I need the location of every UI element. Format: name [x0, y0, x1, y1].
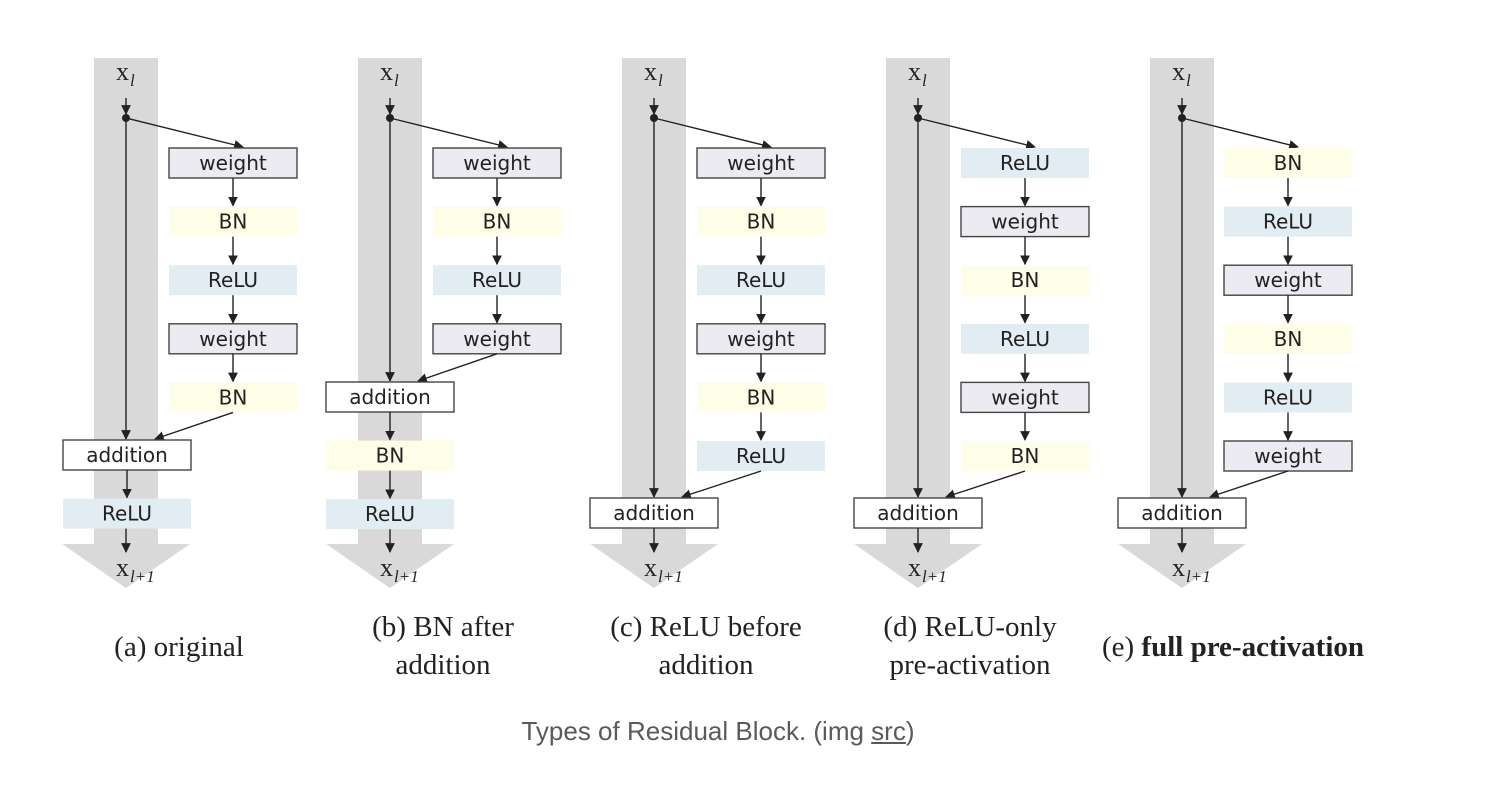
figure-caption-text: Types of Residual Block. (img [521, 716, 872, 746]
branch-5-relu-box [1224, 382, 1352, 413]
branch-2-bn-box [169, 206, 297, 237]
caption-e-bold: full pre-activation [1141, 631, 1364, 663]
residual-block-a: xlweightBNReLUweightBNadditionReLUxl+1(a… [62, 57, 298, 663]
caption-b-line-1: (b) BN after [372, 611, 514, 643]
residual-block-d: xlReLUweightBNReLUweightBNadditionxl+1(d… [853, 57, 1090, 681]
branch-4-weight-box [432, 323, 562, 355]
branch-6-weight-label: weight [1254, 444, 1322, 468]
residual-block-c: xlweightBNReLUweightBNReLUadditionxl+1(c… [589, 57, 826, 681]
figure-caption-suffix: ) [905, 716, 915, 746]
branch-4-weight-label: weight [463, 327, 531, 351]
branch-6-relu-label: ReLU [736, 444, 786, 468]
branch-5-bn-label: BN [747, 385, 776, 409]
branch-3-relu-label: ReLU [208, 268, 258, 292]
caption-d-line-1: (d) ReLU-only [883, 611, 1057, 643]
branch-3-relu-box [697, 265, 825, 296]
branch-2-bn-box [697, 206, 825, 237]
branch-4-bn-box [1224, 323, 1352, 354]
residual-block-b: xlweightBNReLUweightadditionBNReLUxl+1(b… [325, 57, 562, 681]
branch-merge-arrow [1209, 470, 1289, 499]
branch-5-weight-label: weight [991, 385, 1059, 409]
branch-2-bn-label: BN [747, 210, 776, 234]
branch-1-weight-label: weight [463, 151, 531, 175]
branch-1-bn-label: BN [1274, 151, 1303, 175]
post-2-relu-box [326, 499, 454, 530]
branch-2-bn-label: BN [219, 210, 248, 234]
addition-box [62, 439, 192, 471]
post-2-relu-label: ReLU [365, 502, 415, 526]
addition-label: addition [613, 501, 695, 525]
branch-3-weight-label: weight [1254, 268, 1322, 292]
caption-d-line-2: pre-activation [889, 649, 1051, 681]
caption-c-line-2: addition [658, 649, 754, 681]
addition-box [325, 381, 455, 413]
branch-4-weight-box [168, 323, 298, 355]
branch-3-weight-box [1223, 264, 1353, 296]
branch-2-weight-label: weight [991, 210, 1059, 234]
branch-2-bn-label: BN [483, 210, 512, 234]
branch-3-relu-label: ReLU [736, 268, 786, 292]
branch-3-relu-box [169, 265, 297, 296]
output-label-x-l1: xl+1 [380, 553, 419, 586]
branch-start-arrow [1181, 117, 1299, 150]
branch-5-weight-box [960, 381, 1090, 414]
branch-3-relu-box [433, 265, 561, 296]
branch-1-weight-label: weight [199, 151, 267, 175]
branch-6-relu-box [697, 441, 825, 471]
branch-4-weight-label: weight [727, 327, 795, 351]
branch-merge-arrow [945, 470, 1026, 499]
residual-block-e: xlBNReLUweightBNReLUweightadditionxl+1(e… [1102, 57, 1364, 663]
post-1-relu-box [63, 498, 191, 529]
caption-e-line-1: (e) full pre-activation [1102, 631, 1364, 663]
branch-5-bn-box [697, 382, 825, 413]
branch-4-weight-label: weight [199, 327, 267, 351]
output-label-x-l1: xl+1 [116, 553, 155, 586]
branch-2-bn-box [433, 206, 561, 237]
post-1-bn-box [326, 440, 454, 471]
branch-merge-arrow [681, 470, 762, 499]
residual-block-diagram: xlweightBNReLUweightBNadditionReLUxl+1(a… [62, 57, 1364, 681]
branch-1-bn-box [1224, 148, 1352, 178]
branch-start-arrow [125, 117, 244, 150]
post-1-relu-label: ReLU [102, 502, 152, 526]
branch-6-weight-box [1223, 440, 1353, 472]
branch-1-relu-box [961, 148, 1089, 178]
addition-box [589, 497, 719, 529]
branch-5-bn-box [169, 382, 297, 413]
branch-2-relu-box [1224, 206, 1352, 237]
branch-4-bn-label: BN [1274, 327, 1303, 351]
branch-4-weight-box [696, 323, 826, 355]
figure-caption: Types of Residual Block. (img src) [0, 716, 1436, 747]
source-link[interactable]: src [871, 716, 906, 746]
branch-4-relu-label: ReLU [1000, 327, 1050, 351]
branch-2-relu-label: ReLU [1263, 210, 1313, 234]
branch-1-relu-label: ReLU [1000, 151, 1050, 175]
branch-merge-arrow [417, 353, 498, 383]
branch-1-weight-label: weight [727, 151, 795, 175]
caption-a-line-1: (a) original [114, 631, 244, 663]
branch-merge-arrow [154, 411, 234, 441]
post-1-bn-label: BN [376, 444, 405, 468]
branch-5-bn-label: BN [219, 385, 248, 409]
caption-c-line-1: (c) ReLU before [610, 611, 802, 643]
branch-3-bn-label: BN [1011, 268, 1040, 292]
branch-4-relu-box [961, 323, 1089, 354]
addition-label: addition [86, 443, 168, 467]
addition-box [853, 497, 983, 529]
branch-1-weight-box [432, 147, 562, 179]
branch-6-bn-label: BN [1011, 444, 1040, 468]
branch-start-arrow [389, 117, 508, 150]
branch-3-relu-label: ReLU [472, 268, 522, 292]
addition-label: addition [1141, 501, 1223, 525]
addition-label: addition [349, 385, 431, 409]
branch-start-arrow [653, 117, 772, 150]
caption-b-line-2: addition [395, 649, 491, 681]
branch-6-bn-box [961, 441, 1089, 471]
branch-5-relu-label: ReLU [1263, 385, 1313, 409]
addition-label: addition [877, 501, 959, 525]
branch-start-arrow [917, 117, 1036, 150]
branch-3-bn-box [961, 265, 1089, 296]
